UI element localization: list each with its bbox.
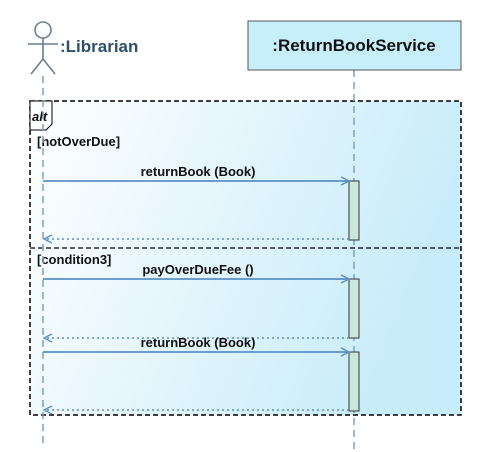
- actor-librarian: :Librarian: [28, 21, 138, 75]
- activation-bar: [348, 278, 360, 339]
- fragment-frame: [29, 100, 462, 416]
- object-label: :ReturnBookService: [272, 36, 435, 55]
- activation-bar: [348, 180, 360, 241]
- actor-label: :Librarian: [60, 37, 138, 56]
- alt-fragment: alt [notOverDue] [condition3]: [29, 100, 462, 416]
- message-label: payOverDueFee (): [142, 262, 253, 277]
- message-label: returnBook (Book): [141, 335, 256, 350]
- fragment-operator-tab: [29, 100, 53, 131]
- fragment-operator-label: alt: [32, 109, 48, 124]
- stick-figure-icon: [28, 21, 58, 75]
- object-box: [247, 20, 462, 71]
- object-return-book-service: :ReturnBookService: [247, 20, 462, 71]
- guard-label-1: [notOverDue]: [37, 134, 120, 149]
- message-label: returnBook (Book): [141, 164, 256, 179]
- guard-label-2: [condition3]: [37, 252, 111, 267]
- activation-bar: [348, 351, 360, 412]
